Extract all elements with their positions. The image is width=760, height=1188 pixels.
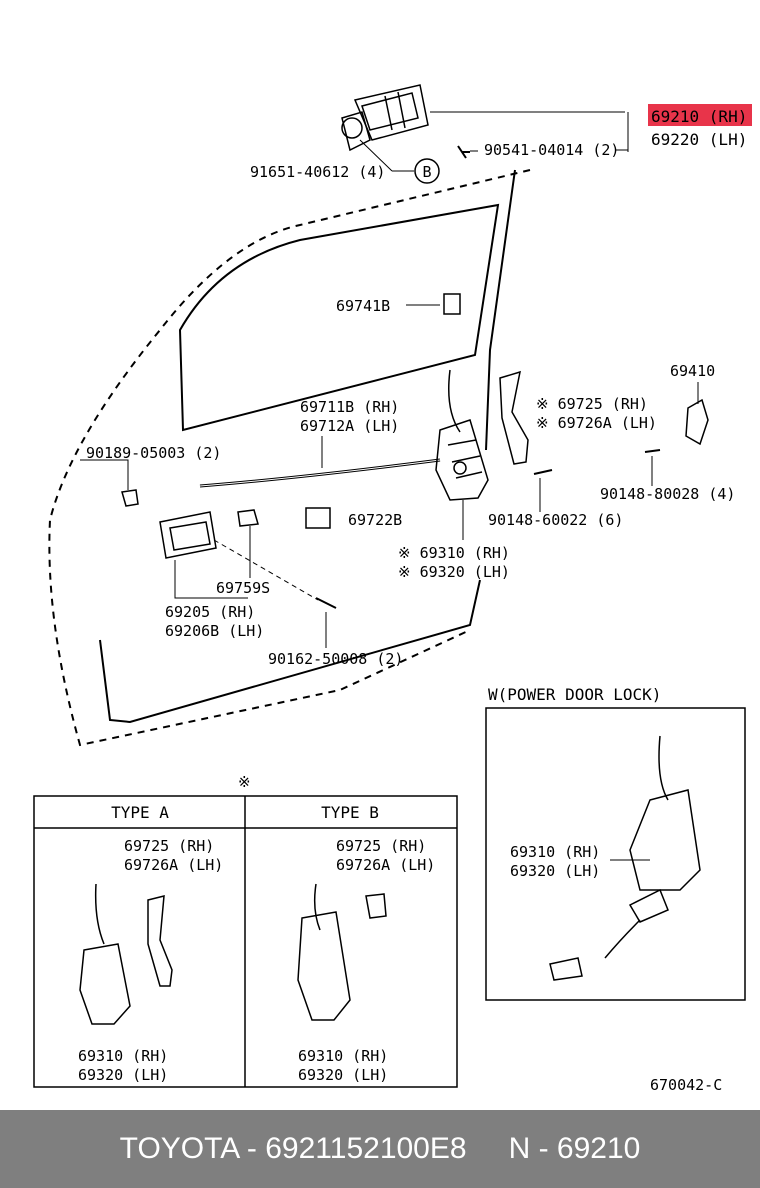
type-a-guard-icon [147,895,173,987]
rod-rh-label: 69711B (RH) [300,398,399,416]
inside-handle-icon [159,511,217,559]
screw-91651-label: 91651-40612 (4) [250,163,385,181]
type-a-lock-icon [79,883,131,1025]
screw-90162-label: 90162-50008 (2) [268,650,403,668]
handle-rh-label: 69210 (RH) [651,107,747,126]
bolt-icon [457,145,470,159]
door-lock-icon [435,369,489,501]
lock-lh-label: ※ 69320 (LH) [398,563,510,581]
striker-icon [685,398,709,446]
type-a-header: TYPE A [111,803,169,822]
clip-90189-label: 90189-05003 (2) [86,444,221,462]
clip-69759s-icon [237,509,259,527]
type-a-lock-rh-label: 69310 (RH) [78,1047,168,1065]
screw-icon [644,449,661,453]
footer-ref: N - 69210 [508,1132,641,1165]
power-lock-box [485,707,746,1001]
type-a-guard-lh-label: 69726A (LH) [124,856,223,874]
type-b-guard-icon [365,893,387,919]
power-lock-title: W(POWER DOOR LOCK) [488,685,661,704]
type-b-lock-rh-label: 69310 (RH) [298,1047,388,1065]
screw-90148-80028-label: 90148-80028 (4) [600,485,735,503]
lock-rh-label: ※ 69310 (RH) [398,544,510,562]
diagram-code: 670042-C [650,1076,722,1094]
parts-diagram: B 69210 (RH) 69220 (LH) 90541-04014 (2) … [33,84,752,1094]
power-lock-icon [549,735,701,981]
type-a-lock-lh-label: 69320 (LH) [78,1066,168,1084]
outside-handle-icon [341,84,429,152]
clip-69741b-label: 69741B [336,297,390,315]
types-table [33,795,458,1088]
inside-handle-rh-label: 69205 (RH) [165,603,255,621]
door-outline [48,169,531,747]
power-lock-lh-label: 69320 (LH) [510,862,600,880]
clip-69759s-label: 69759S [216,579,270,597]
type-b-lock-icon [297,883,351,1021]
rod-icon [199,458,441,488]
type-b-guard-lh-label: 69726A (LH) [336,856,435,874]
screw-90162-icon [315,597,337,609]
cover-69722b-label: 69722B [348,511,402,529]
cover-69722b-icon [305,507,331,529]
highlight-box [648,104,752,126]
guard-icon [499,370,529,465]
footer-bar: TOYOTA - 6921152100E8 N - 69210 [0,1110,760,1188]
type-b-header: TYPE B [321,803,379,822]
type-b-guard-rh-label: 69725 (RH) [336,837,426,855]
screw-icon-2 [533,469,553,475]
rod-lh-label: 69712A (LH) [300,417,399,435]
inside-handle-lh-label: 69206B (LH) [165,622,264,640]
screw-90148-60022-label: 90148-60022 (6) [488,511,623,529]
ref-b-label: B [422,163,431,181]
note-mark: ※ [238,773,251,791]
striker-label: 69410 [670,362,715,380]
power-lock-rh-label: 69310 (RH) [510,843,600,861]
clip-69741b-icon [443,293,461,315]
bolt-90541-label: 90541-04014 (2) [484,141,619,159]
clip-90189-icon [121,489,139,507]
type-a-guard-rh-label: 69725 (RH) [124,837,214,855]
footer-part-number: TOYOTA - 6921152100E8 [119,1132,467,1165]
guard-lh-label: ※ 69726A (LH) [536,414,657,432]
type-b-lock-lh-label: 69320 (LH) [298,1066,388,1084]
guard-rh-label: ※ 69725 (RH) [536,395,648,413]
handle-lh-label: 69220 (LH) [651,130,747,149]
ref-b-icon: B [414,158,440,184]
